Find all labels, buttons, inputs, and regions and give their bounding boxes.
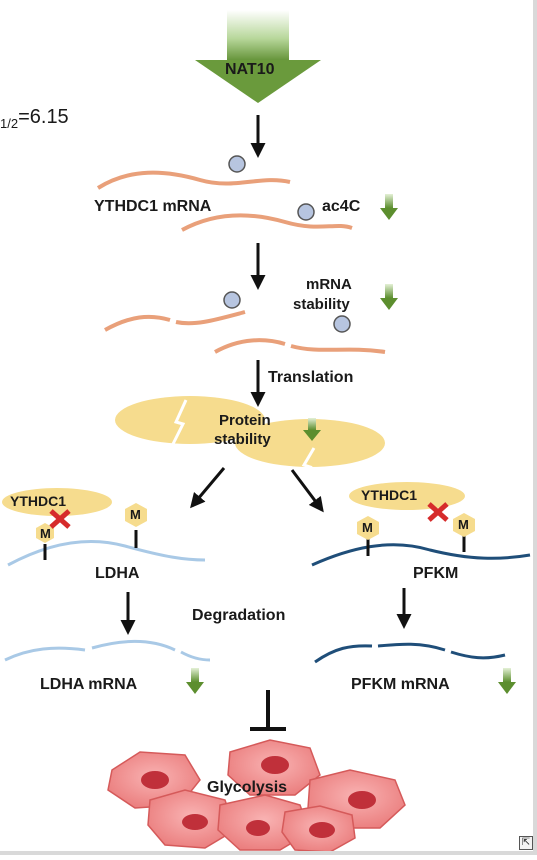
degraded-ldha-mrna xyxy=(4,640,211,662)
ac4c-modification-icon xyxy=(297,203,315,221)
nat10-label: NAT10 xyxy=(225,61,275,78)
block-cross-icon xyxy=(427,502,449,522)
m6a-hexagon-icon xyxy=(36,523,54,543)
ac4c-modification-icon xyxy=(228,155,246,173)
arrow-to-ldha-branch xyxy=(190,467,226,509)
ythdc1-mrna-strand-upper xyxy=(96,170,291,190)
inhibition-icon xyxy=(250,690,286,731)
ythdc1-mrna-strand-lower xyxy=(181,213,353,232)
m6a-hexagon-icon xyxy=(453,513,475,537)
m6a-label: M xyxy=(130,507,141,522)
mrna-stability-label-line2: stability xyxy=(293,296,350,313)
stability-down-arrow-icon xyxy=(380,284,398,310)
m6a-label: M xyxy=(40,526,51,541)
pfkm-mrna-strand xyxy=(311,543,531,567)
window-border-right xyxy=(533,0,537,855)
glycolysis-label: Glycolysis xyxy=(207,779,288,796)
resize-handle-icon[interactable]: ⇱ xyxy=(519,836,533,850)
ldha-label: LDHA xyxy=(95,565,140,582)
pfkm-mrna-down-arrow-icon xyxy=(498,668,516,694)
protein-crack xyxy=(170,399,188,447)
m6a-label: M xyxy=(362,520,373,535)
mrna-stability-label-line1: mRNA xyxy=(306,276,352,293)
translation-label: Translation xyxy=(268,369,354,386)
m6a-hexagon-icon xyxy=(357,516,379,540)
block-cross-icon xyxy=(49,509,71,529)
ythdc1-protein-left xyxy=(2,488,112,516)
ythdc1-right-label: YTHDC1 xyxy=(361,487,418,503)
pfkm-label: PFKM xyxy=(413,565,459,582)
protein-ellipse-left xyxy=(115,396,265,444)
ac4c-modification-icon xyxy=(223,291,241,309)
half-life-value: =6.15 xyxy=(18,106,69,128)
unstable-mrna-strand-upper xyxy=(104,310,246,332)
half-life-stat: 1/2=6.15 xyxy=(0,106,69,131)
ythdc1-mrna-label: YTHDC1 mRNA xyxy=(94,198,212,215)
protein-ellipse-right xyxy=(235,419,385,467)
ac4c-label: ac4C xyxy=(322,198,361,215)
ldha-mrna-down-arrow-icon xyxy=(186,668,204,694)
half-life-subscript: 1/2 xyxy=(0,116,19,131)
window-border-bottom xyxy=(0,851,537,855)
ythdc1-protein-right xyxy=(349,482,465,510)
protein-stability-label-line1: Protein xyxy=(219,412,271,429)
unstable-mrna-strand-lower xyxy=(214,338,386,354)
protein-crack xyxy=(298,447,316,480)
glycolysis-cells xyxy=(107,739,406,853)
pfkm-mrna-label: PFKM mRNA xyxy=(351,676,450,693)
arrow-to-pfkm-branch xyxy=(290,469,324,513)
ldha-mrna-label: LDHA mRNA xyxy=(40,676,138,693)
nat10-arrow xyxy=(195,10,321,103)
m6a-hexagon-icon xyxy=(125,503,147,527)
degraded-pfkm-mrna xyxy=(314,642,506,664)
ac4c-modification-icon xyxy=(333,315,351,333)
protein-down-arrow-icon xyxy=(303,418,321,441)
protein-stability-label-line2: stability xyxy=(214,431,271,448)
degradation-label: Degradation xyxy=(192,607,286,624)
ythdc1-left-label: YTHDC1 xyxy=(10,493,67,509)
m6a-label: M xyxy=(458,517,469,532)
ac4c-down-arrow-icon xyxy=(380,194,398,220)
ldha-mrna-strand xyxy=(7,540,206,567)
